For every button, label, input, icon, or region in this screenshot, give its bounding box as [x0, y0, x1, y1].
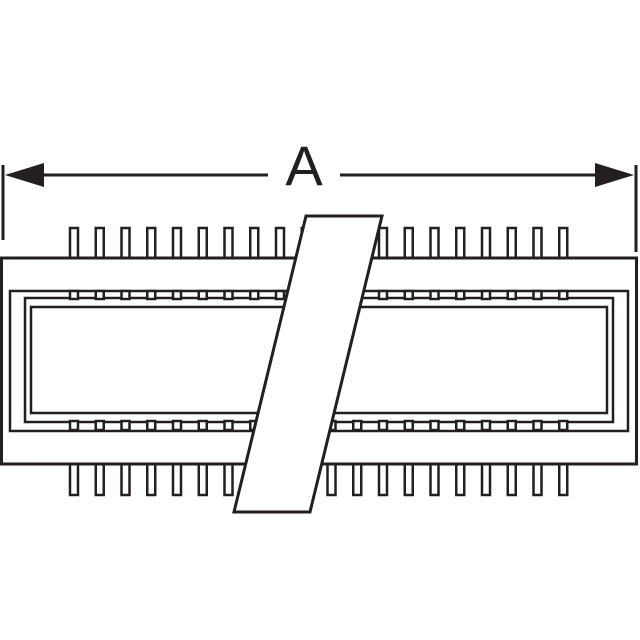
bottom-contact: [171, 419, 183, 432]
top-contact: [480, 289, 492, 301]
top-contact: [403, 289, 414, 301]
top-contact: [506, 289, 517, 301]
arrowhead-left: [5, 163, 44, 187]
top-contact: [274, 289, 286, 301]
top-contact: [455, 289, 466, 301]
top-contact: [249, 289, 260, 301]
bottom-contact: [146, 419, 157, 432]
dimension-a: [1, 163, 638, 252]
bottom-contact: [94, 419, 105, 432]
bottom-contact: [197, 419, 208, 432]
bottom-contact: [532, 419, 543, 432]
top-contact: [68, 289, 80, 301]
bottom-contact: [223, 419, 234, 432]
bottom-contact: [377, 419, 389, 432]
bottom-contact: [403, 419, 414, 432]
bottom-contact: [429, 419, 440, 432]
top-contact: [146, 289, 157, 301]
top-contact: [197, 289, 208, 301]
top-pin-row: [68, 226, 569, 264]
dimension-label: A: [285, 134, 323, 197]
top-contact: [223, 289, 234, 301]
top-contact: [171, 289, 183, 301]
top-contact: [558, 289, 569, 301]
top-contact: [94, 289, 105, 301]
top-contact: [429, 289, 440, 301]
arrowhead-right: [595, 163, 634, 187]
bottom-contact: [558, 419, 569, 432]
bottom-contact: [120, 419, 131, 432]
top-contact: [377, 289, 389, 301]
bottom-contact: [480, 419, 492, 432]
top-contact: [120, 289, 131, 301]
bottom-contact: [352, 419, 363, 432]
bottom-contact: [455, 419, 466, 432]
length-break-band: [232, 214, 384, 514]
bottom-contact: [506, 419, 517, 432]
bottom-contact: [68, 419, 80, 432]
top-contact: [532, 289, 543, 301]
